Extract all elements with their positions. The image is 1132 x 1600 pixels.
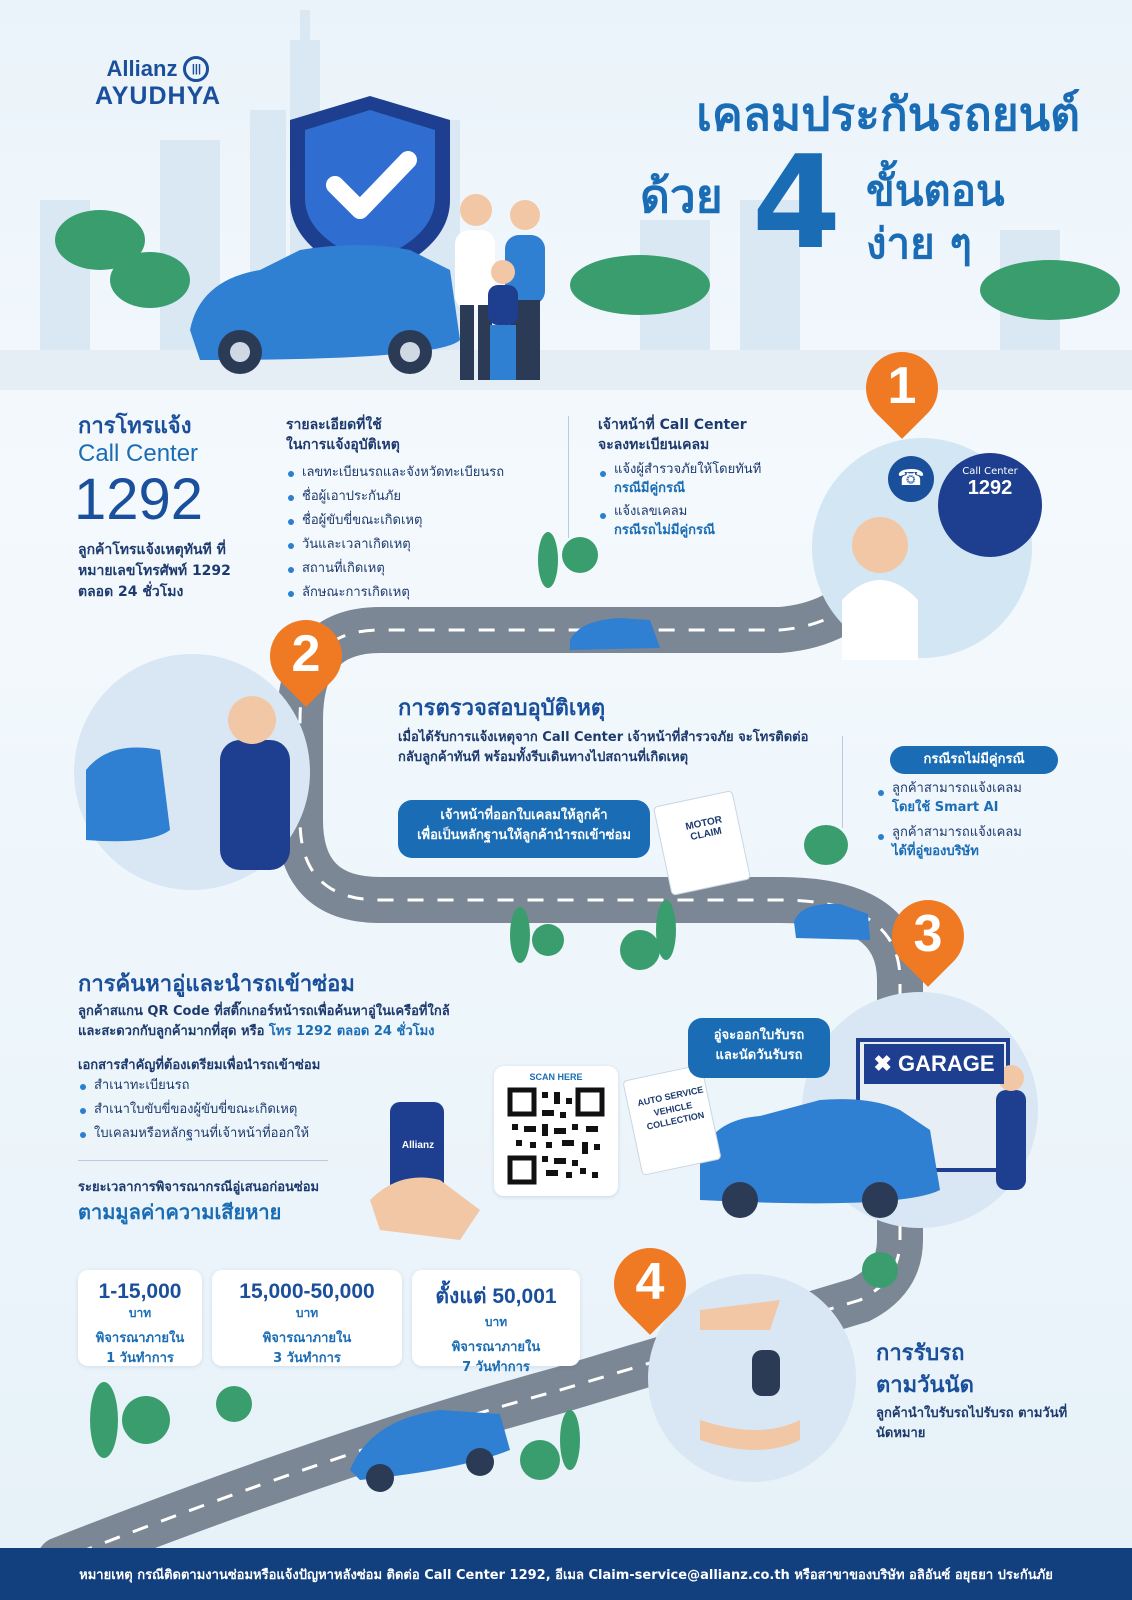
title-suffix-line1: ขั้นตอน	[866, 166, 1005, 215]
step-4-badge: 4	[599, 1233, 701, 1344]
no-party-list: ลูกค้าสามารถแจ้งเคลมโดยใช้ Smart AI ลูกค…	[876, 780, 1076, 861]
title-suffix: ขั้นตอน ง่าย ๆ	[866, 165, 1005, 270]
garage-bubble: อู่จะออกใบรับรถและนัดวันรับรถ	[688, 1018, 830, 1078]
title-number: 4	[752, 129, 842, 278]
list-item: ลูกค้าสามารถแจ้งเคลมโดยใช้ Smart AI	[876, 780, 1076, 818]
step-2-heading: การตรวจสอบอุบัติเหตุ	[398, 696, 606, 721]
list-item: เลขทะเบียนรถและจังหวัดทะเบียนรถ	[286, 461, 546, 485]
list-item: สำเนาใบขับขี่ของผู้ขับขี่ขณะเกิดเหตุ	[78, 1098, 309, 1122]
required-docs-title: เอกสารสำคัญที่ต้องเตรียมเพื่อนำรถเข้าซ่อ…	[78, 1058, 321, 1073]
review-period-title: ระยะเวลาการพิจารณากรณีอู่เสนอก่อนซ่อม	[78, 1180, 320, 1195]
phone-app-label: Allianz	[401, 1140, 435, 1151]
no-party-pill: กรณีรถไม่มีคู่กรณี	[890, 746, 1058, 774]
step-3-heading: การค้นหาอู่และนำรถเข้าซ่อม	[78, 972, 355, 997]
list-item: ชื่อผู้ขับขี่ขณะเกิดเหตุ	[286, 509, 546, 533]
list-item: สถานที่เกิดเหตุ	[286, 557, 546, 581]
step-4-heading: การรับรถตามวันนัด	[876, 1341, 974, 1398]
step-2-description: เมื่อได้รับการแจ้งเหตุจาก Call Center เจ…	[398, 730, 809, 766]
claim-note-bubble: เจ้าหน้าที่ออกใบเคลมให้ลูกค้าเพื่อเป็นหล…	[398, 800, 650, 858]
call-center-bubble: Call Center 1292	[962, 466, 1018, 499]
garage-sign: ✖ GARAGE	[864, 1044, 1004, 1084]
list-item: วันและเวลาเกิดเหตุ	[286, 533, 546, 557]
step-2-badge: 2	[255, 605, 357, 716]
divider	[78, 1160, 328, 1161]
divider	[842, 736, 843, 828]
footer-note: หมายเหตุ กรณีติดตามงานซ่อมหรือแจ้งปัญหาห…	[0, 1548, 1132, 1600]
qr-code-icon	[506, 1086, 606, 1186]
accident-details: รายละเอียดที่ใช้ในการแจ้งอุบัติเหตุ เลขท…	[286, 416, 546, 605]
list-item: สำเนาทะเบียนรถ	[78, 1074, 309, 1098]
list-item: ลักษณะการเกิดเหตุ	[286, 581, 546, 605]
required-docs-list: สำเนาทะเบียนรถ สำเนาใบขับขี่ของผู้ขับขี่…	[78, 1074, 309, 1146]
brand-name: Allianz	[106, 56, 178, 81]
qr-code-card[interactable]: SCAN HERE	[494, 1066, 618, 1196]
title-suffix-line2: ง่าย ๆ	[866, 218, 972, 268]
call-center-label: Call Center	[78, 440, 199, 467]
review-period-highlight: ตามมูลค่าความเสียหาย	[78, 1200, 282, 1224]
staff-list: แจ้งผู้สำรวจภัยให้โดยทันทีกรณีมีคู่กรณี …	[598, 461, 818, 540]
phone-icon: ☎	[888, 456, 934, 502]
list-item: ลูกค้าสามารถแจ้งเคลมได้ที่อู่ของบริษัท	[876, 824, 1076, 862]
allianz-eagle-icon: |||	[183, 56, 210, 82]
step-3-description: ลูกค้าสแกน QR Code ที่สติ๊กเกอร์หน้ารถเพ…	[78, 1004, 450, 1040]
brand-subname: AYUDHYA	[94, 82, 222, 110]
call-center-number: 1292	[74, 467, 204, 532]
title-prefix: ด้วย	[640, 169, 723, 223]
scan-here-label: SCAN HERE	[529, 1072, 583, 1082]
list-item: แจ้งเลขเคลมกรณีรถไม่มีคู่กรณี	[598, 503, 818, 541]
step-1-description: ลูกค้าโทรแจ้งเหตุทันที ที่หมายเลขโทรศัพท…	[78, 542, 231, 600]
wrench-icon: ✖	[873, 1051, 892, 1076]
step-1-heading: การโทรแจ้ง	[78, 414, 192, 439]
step-4-description: ลูกค้านำใบรับรถไปรับรถ ตามวันที่นัดหมาย	[876, 1406, 1068, 1441]
accident-details-title: รายละเอียดที่ใช้ในการแจ้งอุบัติเหตุ	[286, 417, 400, 453]
divider	[568, 416, 569, 538]
list-item: ใบเคลมหรือหลักฐานที่เจ้าหน้าที่ออกให้	[78, 1122, 309, 1146]
step-3-badge: 3	[877, 885, 979, 996]
brand-logo: Allianz||| AYUDHYA	[78, 56, 238, 111]
page-title: เคลมประกันรถยนต์	[696, 87, 1080, 141]
list-item: แจ้งผู้สำรวจภัยให้โดยทันทีกรณีมีคู่กรณี	[598, 461, 818, 499]
step-1-badge: 1	[851, 337, 953, 448]
list-item: ชื่อผู้เอาประกันภัย	[286, 485, 546, 509]
accident-details-list: เลขทะเบียนรถและจังหวัดทะเบียนรถ ชื่อผู้เ…	[286, 461, 546, 605]
